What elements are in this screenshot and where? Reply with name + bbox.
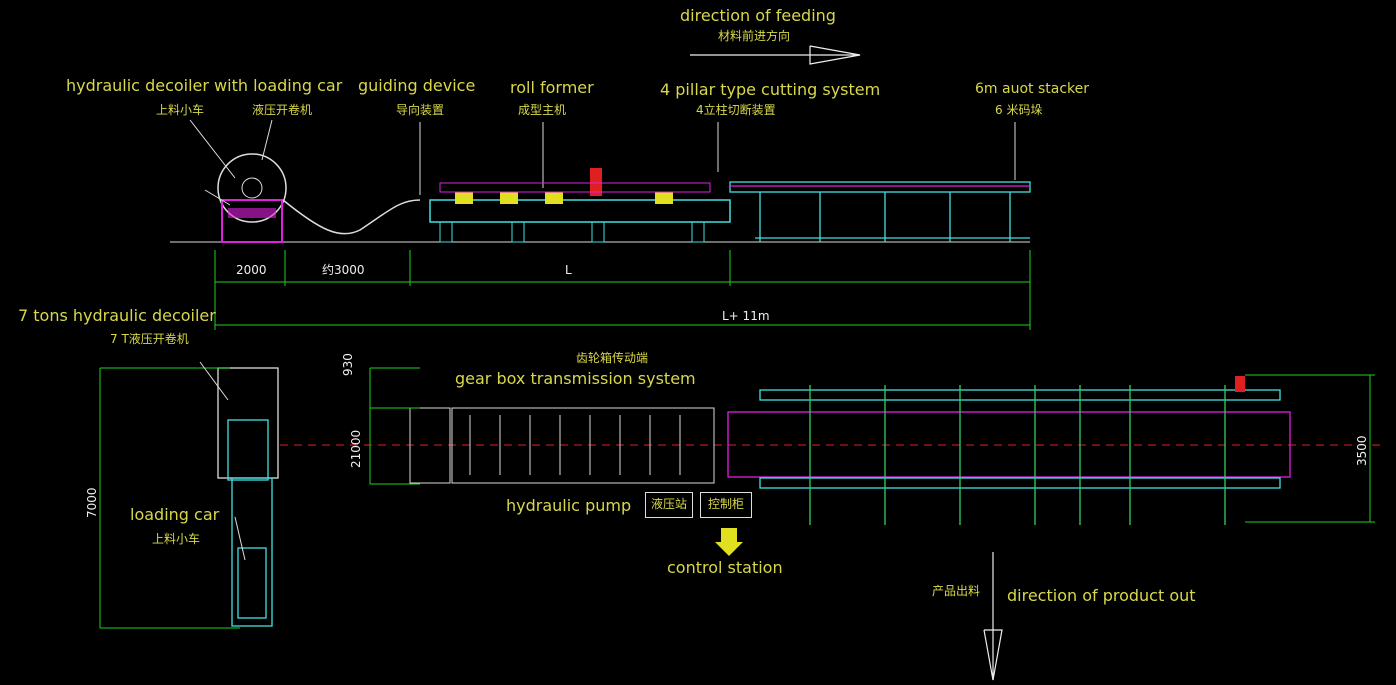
dim-7000: 7000 <box>85 487 99 518</box>
auto-stacker-label: 6m auot stacker <box>975 81 1089 97</box>
stacker-side <box>729 181 1031 242</box>
gear-box-label: gear box transmission system <box>455 369 696 388</box>
direction-feeding-cn: 材料前进方向 <box>718 29 791 43</box>
dim-3000: 约3000 <box>322 263 365 277</box>
dim-L: L <box>565 263 572 277</box>
loading-car-cn2: 上料小车 <box>152 532 201 546</box>
roll-former-cn: 成型主机 <box>518 103 567 117</box>
decoiler-side <box>204 153 287 243</box>
stacker-plan <box>727 376 1291 525</box>
decoiler-cn: 液压开卷机 <box>252 103 313 117</box>
roll-former-side <box>429 168 731 243</box>
hydraulic-decoiler-7t-cn: 7 T液压开卷机 <box>110 332 189 346</box>
feeding-arrow <box>690 45 861 65</box>
decoiler-plan <box>217 367 279 627</box>
hydraulic-station-box: 液压站 <box>645 492 693 518</box>
control-cabinet-box: 控制柜 <box>700 492 752 518</box>
dim-3500: 3500 <box>1355 435 1369 466</box>
direction-feeding-label: direction of feeding <box>680 6 836 25</box>
dim-21000: 21000 <box>349 429 363 468</box>
dim-lines-top <box>214 250 1031 330</box>
product-out-arrow <box>983 552 1003 681</box>
dim-930: 930 <box>341 353 355 376</box>
roll-former-label: roll former <box>510 78 594 97</box>
guiding-device-cn: 导向装置 <box>396 103 445 117</box>
hydraulic-pump-label: hydraulic pump <box>506 496 632 515</box>
product-out-cn: 产品出料 <box>932 584 981 598</box>
auto-stacker-cn: 6 米码垛 <box>995 103 1043 117</box>
dim-L11m: L+ 11m <box>722 309 770 323</box>
control-arrow <box>715 528 743 556</box>
decoiler-car-label: hydraulic decoiler with loading car <box>66 76 343 95</box>
loading-car-label: loading car <box>130 505 220 524</box>
product-out-label: direction of product out <box>1007 586 1196 605</box>
hydraulic-decoiler-7t-label: 7 tons hydraulic decoiler <box>18 306 216 325</box>
cutting-system-cn: 4立柱切断装置 <box>696 103 776 117</box>
gear-box-cn: 齿轮箱传动端 <box>576 351 649 365</box>
cutting-system-label: 4 pillar type cutting system <box>660 80 881 99</box>
control-station-label: control station <box>667 558 783 577</box>
roll-former-plan <box>409 407 715 484</box>
loading-car-cn: 上料小车 <box>156 103 205 117</box>
dim-2000: 2000 <box>236 263 267 277</box>
guiding-device-label: guiding device <box>358 76 476 95</box>
